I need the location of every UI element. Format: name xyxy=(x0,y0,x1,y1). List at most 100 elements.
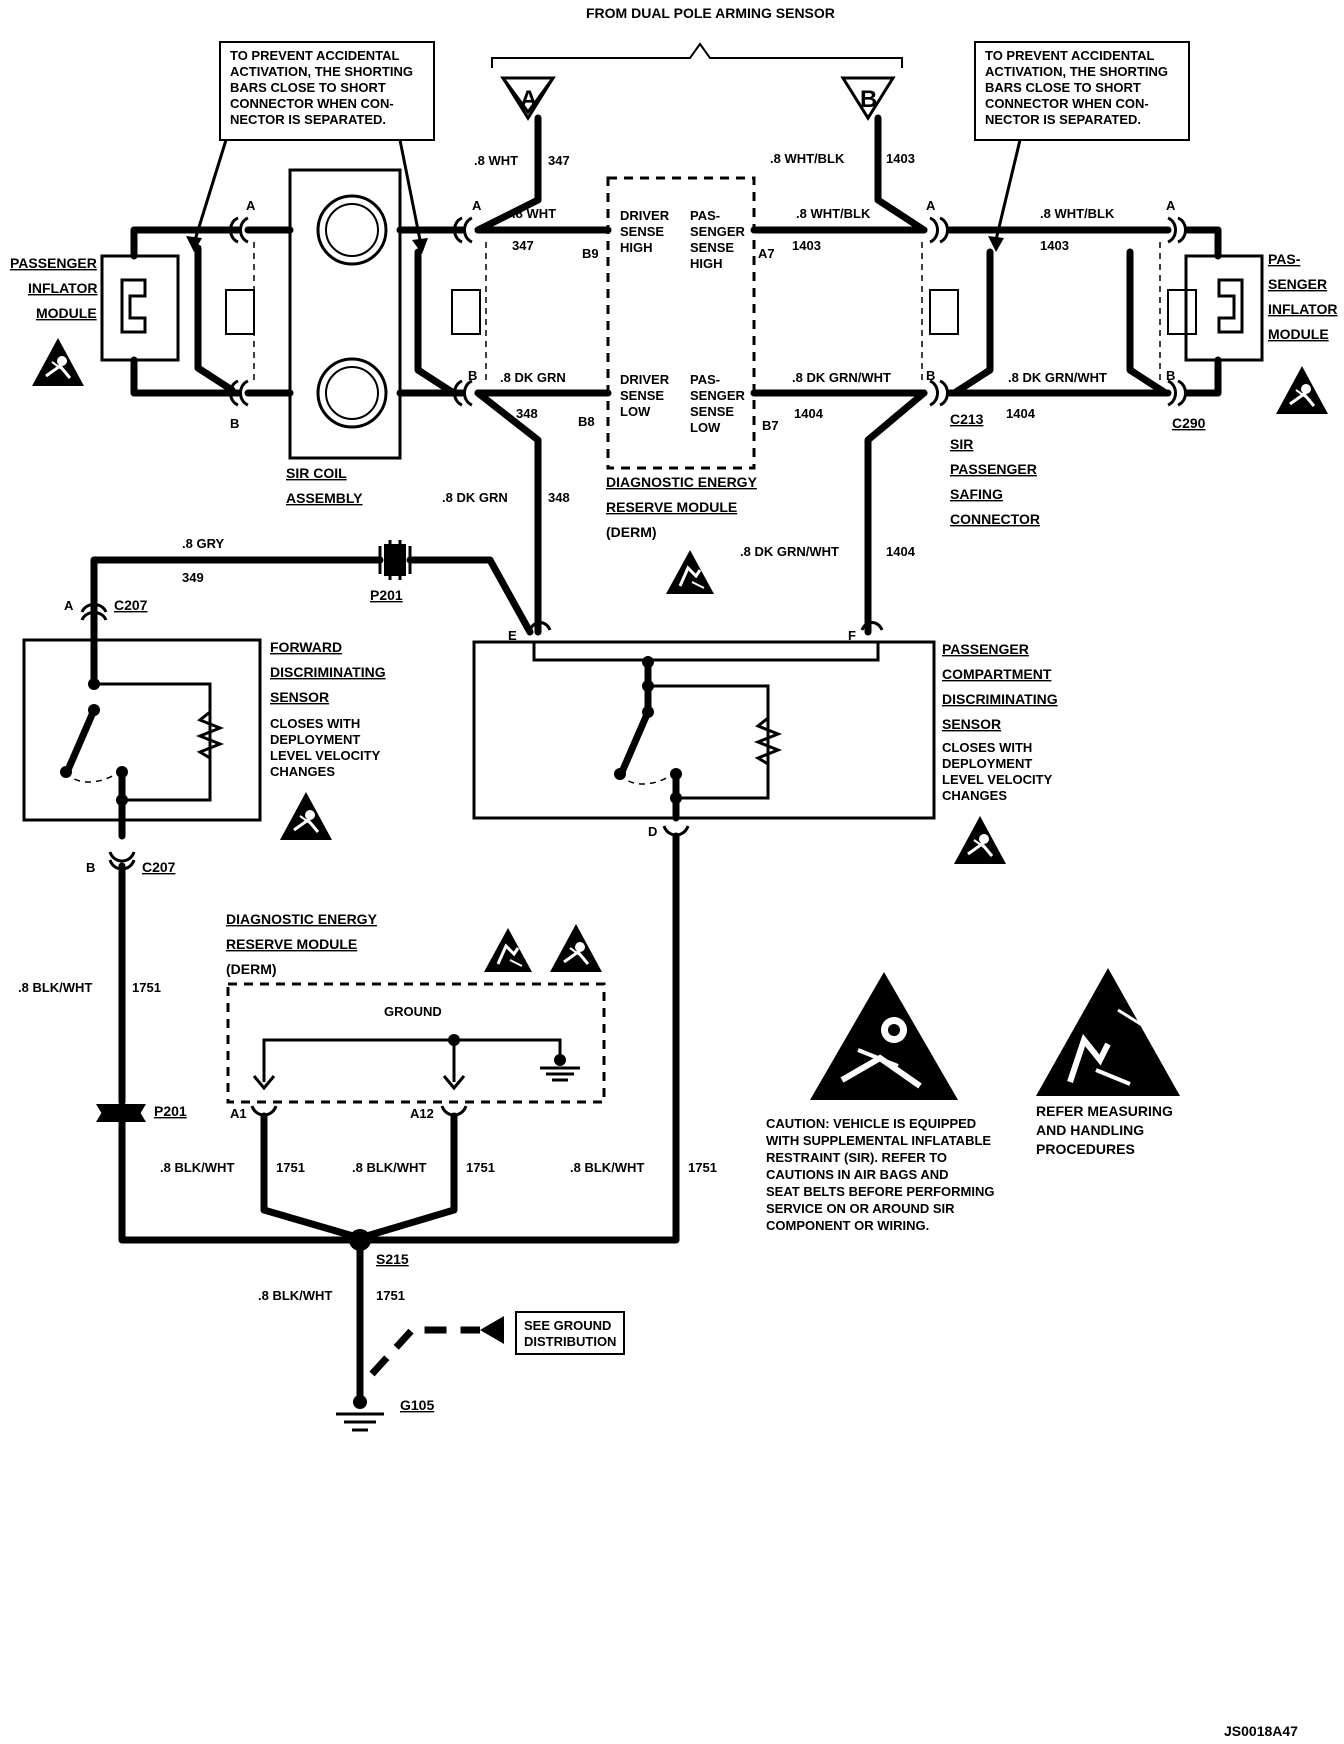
svg-text:DIAGNOSTIC ENERGY: DIAGNOSTIC ENERGY xyxy=(606,474,758,490)
svg-text:RESERVE MODULE: RESERVE MODULE xyxy=(606,499,737,515)
svg-text:F: F xyxy=(848,628,856,643)
wire-label-wht-arming: .8 WHT xyxy=(474,153,518,168)
c213-label: C213 SIR PASSENGER SAFING CONNECTOR xyxy=(950,411,1040,527)
wire-label-dk-grn-wht-mid: .8 DK GRN/WHT xyxy=(740,544,839,559)
header-brace xyxy=(491,42,903,68)
svg-text:INFLATOR: INFLATOR xyxy=(28,280,97,296)
pin-label-a-coil: A xyxy=(472,198,482,213)
pin-label-b7: B7 xyxy=(762,418,779,433)
circuit-label-1751-d: 1751 xyxy=(688,1160,717,1175)
pin-label-d: D xyxy=(648,824,657,839)
circuit-label-348-mid: 348 xyxy=(548,490,570,505)
sir-coil-assembly: SIR COIL ASSEMBLY xyxy=(286,168,402,506)
c290-label: C290 xyxy=(1172,415,1206,431)
connector-p201-bottom: P201 xyxy=(96,1103,187,1122)
circuit-label-1751-ground: 1751 xyxy=(376,1288,405,1303)
svg-text:COMPARTMENT: COMPARTMENT xyxy=(942,666,1052,682)
svg-text:SENGER: SENGER xyxy=(1268,276,1327,292)
pin-label-a12: A12 xyxy=(410,1106,434,1121)
svg-text:RESERVE MODULE: RESERVE MODULE xyxy=(226,936,357,952)
pin-label-b9: B9 xyxy=(582,246,599,261)
svg-text:DISCRIMINATING: DISCRIMINATING xyxy=(270,664,386,680)
svg-text:MODULE: MODULE xyxy=(1268,326,1329,342)
circuit-label-348-top: 348 xyxy=(516,406,538,421)
wire-label-blk-wht-left: .8 BLK/WHT xyxy=(18,980,92,995)
svg-text:SIR: SIR xyxy=(950,436,973,452)
wire-label-blk-wht-a1: .8 BLK/WHT xyxy=(160,1160,234,1175)
wire-label-dk-grn-wht-right: .8 DK GRN/WHT xyxy=(1008,370,1107,385)
svg-text:CONNECTOR: CONNECTOR xyxy=(950,511,1040,527)
svg-text:PASSENGER: PASSENGER xyxy=(950,461,1037,477)
svg-text:P201: P201 xyxy=(154,1103,187,1119)
circuit-label-347-arming: 347 xyxy=(548,153,570,168)
svg-text:PAS-: PAS- xyxy=(1268,251,1301,267)
svg-text:G105: G105 xyxy=(400,1397,434,1413)
pin-label-b-c290: B xyxy=(1166,368,1175,383)
svg-text:B: B xyxy=(860,86,877,113)
svg-text:PASSENGER: PASSENGER xyxy=(942,641,1029,657)
wire-label-blk-wht-a12: .8 BLK/WHT xyxy=(352,1160,426,1175)
pin-label-a-c213: A xyxy=(926,198,936,213)
esd-caution-symbol xyxy=(1036,968,1180,1096)
forward-discriminating-sensor: FORWARD DISCRIMINATING SENSOR CLOSES WIT… xyxy=(22,616,386,842)
pin-label-b8: B8 xyxy=(578,414,595,429)
svg-text:(DERM): (DERM) xyxy=(226,961,277,977)
wire-label-blk-wht-d: .8 BLK/WHT xyxy=(570,1160,644,1175)
svg-text:ASSEMBLY: ASSEMBLY xyxy=(286,490,363,506)
wire-label-wht-blk-top: .8 WHT/BLK xyxy=(796,206,871,221)
wire-label-wht-blk-arming: .8 WHT/BLK xyxy=(770,151,845,166)
s215-label: S215 xyxy=(376,1251,409,1267)
svg-text:GROUND: GROUND xyxy=(384,1004,442,1019)
svg-text:FORWARD: FORWARD xyxy=(270,639,342,655)
circuit-label-1751-left: 1751 xyxy=(132,980,161,995)
pin-label-a1: A1 xyxy=(230,1106,247,1121)
connector-p201-top: P201 xyxy=(370,540,412,603)
circuit-label-1403-arming: 1403 xyxy=(886,151,915,166)
passenger-compartment-sensor: E F PASSENGER COMPARTMENT DISCRIMINATING… xyxy=(472,621,1058,866)
pin-label-a-c290: A xyxy=(1166,198,1176,213)
pin-label-b-left: B xyxy=(230,416,239,431)
svg-text:SENSOR: SENSOR xyxy=(270,689,329,705)
svg-text:INFLATOR: INFLATOR xyxy=(1268,301,1337,317)
circuit-label-1404-mid: 1404 xyxy=(886,544,916,559)
svg-text:SAFING: SAFING xyxy=(950,486,1003,502)
circuit-label-1403-top: 1403 xyxy=(792,238,821,253)
c207-label-top: C207 xyxy=(114,597,148,613)
wire-label-dk-grn-top: .8 DK GRN xyxy=(500,370,566,385)
circuit-label-1751-a1: 1751 xyxy=(276,1160,305,1175)
wire-label-blk-wht-ground: .8 BLK/WHT xyxy=(258,1288,332,1303)
ground-g105: G105 xyxy=(336,1395,434,1432)
svg-text:DISCRIMINATING: DISCRIMINATING xyxy=(942,691,1058,707)
wire-label-wht-top: .8 WHT xyxy=(512,206,556,221)
c207-label-bottom: C207 xyxy=(142,859,176,875)
circuit-label-349: 349 xyxy=(182,570,204,585)
wire-label-dk-grn-wht-top: .8 DK GRN/WHT xyxy=(792,370,891,385)
right-inflator-module: PAS- SENGER INFLATOR MODULE xyxy=(1184,251,1337,416)
svg-text:PASSENGER: PASSENGER xyxy=(10,255,97,271)
header-label: FROM DUAL POLE ARMING SENSOR xyxy=(586,5,835,21)
svg-text:E: E xyxy=(508,628,517,643)
wire-label-gry: .8 GRY xyxy=(182,536,224,551)
svg-text:SIR COIL: SIR COIL xyxy=(286,465,347,481)
svg-text:DIAGNOSTIC ENERGY: DIAGNOSTIC ENERGY xyxy=(226,911,378,927)
derm-bottom-module: DIAGNOSTIC ENERGY RESERVE MODULE (DERM) … xyxy=(226,911,606,1104)
arming-input-a: A xyxy=(500,76,556,121)
pin-label-b-c207: B xyxy=(86,860,95,875)
svg-text:A: A xyxy=(520,86,537,113)
pin-label-b-coil: B xyxy=(468,368,477,383)
wire-label-dk-grn-mid: .8 DK GRN xyxy=(442,490,508,505)
sir-caution-symbol xyxy=(810,972,958,1100)
